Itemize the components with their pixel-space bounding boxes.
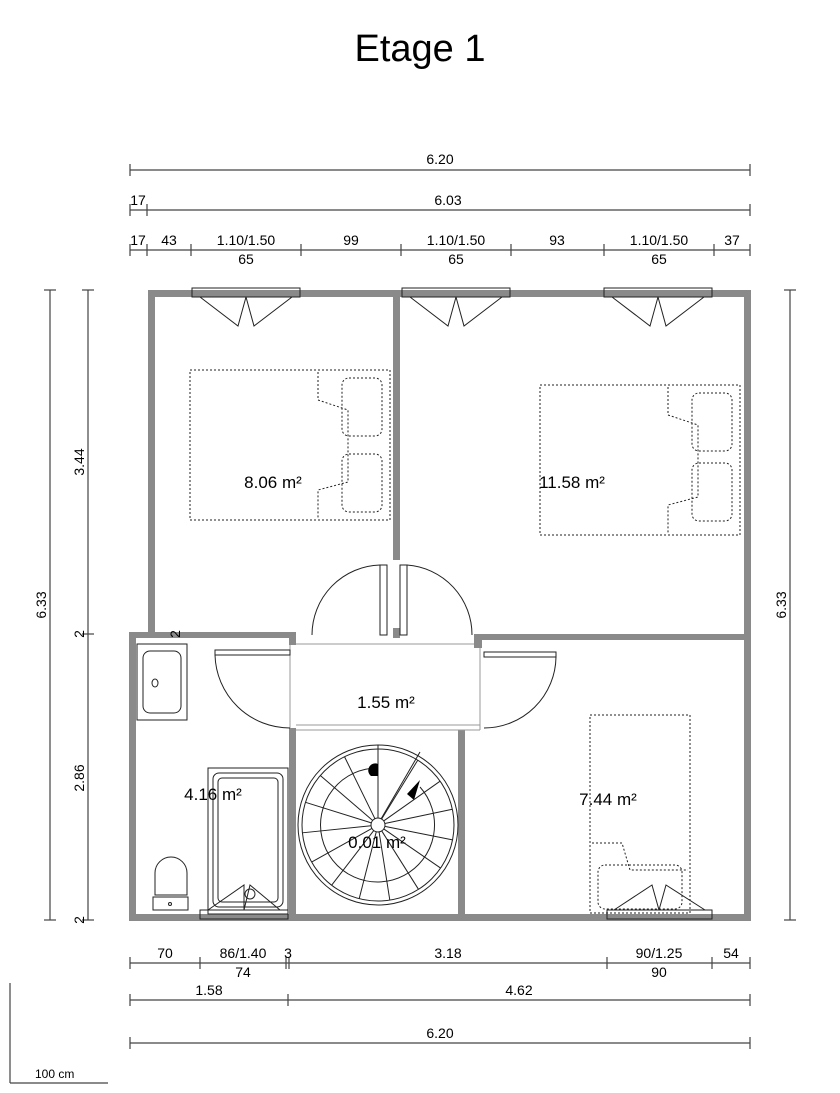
stair-tread [358, 831, 377, 899]
area-stairs: 0.01 m² [348, 833, 406, 852]
dim-top-total: 6.20 [426, 151, 453, 167]
stair-tread [344, 756, 376, 819]
dim-seg: 93 [549, 232, 565, 248]
toilet [152, 856, 189, 911]
dim-sub: 65 [448, 251, 464, 267]
scale-label: 100 cm [35, 1067, 74, 1081]
stair-tread [384, 808, 453, 825]
dim-bottom-158: 1.58 [195, 982, 222, 998]
bathtub [207, 767, 289, 915]
area-bathroom: 4.16 m² [184, 785, 242, 804]
walls: 2 [129, 290, 751, 921]
wall-marker: 2 [167, 630, 183, 638]
dim-seg: 3 [284, 945, 292, 961]
dim-seg: 1.10/1.50 [217, 232, 276, 248]
dim-top-17: 17 [130, 192, 146, 208]
stair-tread [302, 825, 372, 834]
dim-left-total: 6.33 [33, 591, 49, 618]
dim-left-286: 2.86 [71, 764, 87, 791]
dim-seg: 3.18 [434, 945, 461, 961]
dim-seg: 54 [723, 945, 739, 961]
scale-bar: 100 cm [9, 983, 108, 1084]
dim-sub: 74 [235, 964, 251, 980]
dim-seg: 90/1.25 [636, 945, 683, 961]
area-bedroom-3: 7.44 m² [579, 790, 637, 809]
dim-seg: 86/1.40 [220, 945, 267, 961]
area-bedroom-1: 8.06 m² [244, 473, 302, 492]
doors [214, 564, 557, 729]
left-dimensions: 6.33 3.44 2 2.86 2 [33, 289, 94, 924]
windows [191, 287, 713, 920]
dim-right-total: 6.33 [773, 591, 789, 618]
dim-seg: 1.10/1.50 [427, 232, 486, 248]
area-hall: 1.55 m² [357, 693, 415, 712]
stair-tread [311, 827, 373, 863]
right-dimensions: 6.33 [773, 289, 796, 921]
window-1 [191, 287, 301, 327]
dim-seg: 1.10/1.50 [630, 232, 689, 248]
dim-sub: 65 [238, 251, 254, 267]
dim-sub: 65 [651, 251, 667, 267]
window-5 [606, 884, 713, 920]
dim-left-344: 3.44 [71, 448, 87, 475]
sink [136, 643, 188, 721]
dim-top-603: 6.03 [434, 192, 461, 208]
dim-sub: 90 [651, 964, 667, 980]
room-labels: 8.06 m² 11.58 m² 1.55 m² 4.16 m² 0.01 m²… [184, 473, 637, 852]
stair-tread [305, 801, 372, 824]
bottom-dimensions: 70 86/1.40 3 3.18 90/1.25 54 74 90 1.58 … [129, 945, 751, 1049]
top-dimensions: 6.20 17 6.03 17 43 1.10/1.50 99 1.10/1.5… [129, 151, 751, 267]
dim-seg: 17 [130, 232, 146, 248]
dim-left-2b: 2 [71, 916, 87, 924]
dim-seg: 70 [157, 945, 173, 961]
spiral-staircase [297, 744, 459, 906]
dim-left-2: 2 [71, 630, 87, 638]
dim-seg: 37 [724, 232, 740, 248]
area-bedroom-2: 11.58 m² [539, 473, 605, 492]
stair-tread [384, 825, 453, 841]
window-2 [401, 287, 511, 327]
stair-tread [381, 759, 419, 820]
stair-tread [383, 828, 441, 869]
stair-tread [381, 830, 419, 890]
dim-bottom-total: 6.20 [426, 1025, 453, 1041]
bed-1 [189, 369, 391, 521]
bed-3 [589, 714, 691, 914]
dim-seg: 43 [161, 232, 177, 248]
plan-title: Etage 1 [354, 28, 486, 70]
stair-tread [331, 830, 375, 886]
dim-seg: 99 [343, 232, 359, 248]
stair-tread [383, 780, 441, 822]
stair-tread [378, 831, 391, 901]
bed-2 [539, 384, 741, 536]
stair-tread [319, 775, 374, 821]
window-3 [603, 287, 713, 327]
dim-bottom-462: 4.62 [505, 982, 532, 998]
